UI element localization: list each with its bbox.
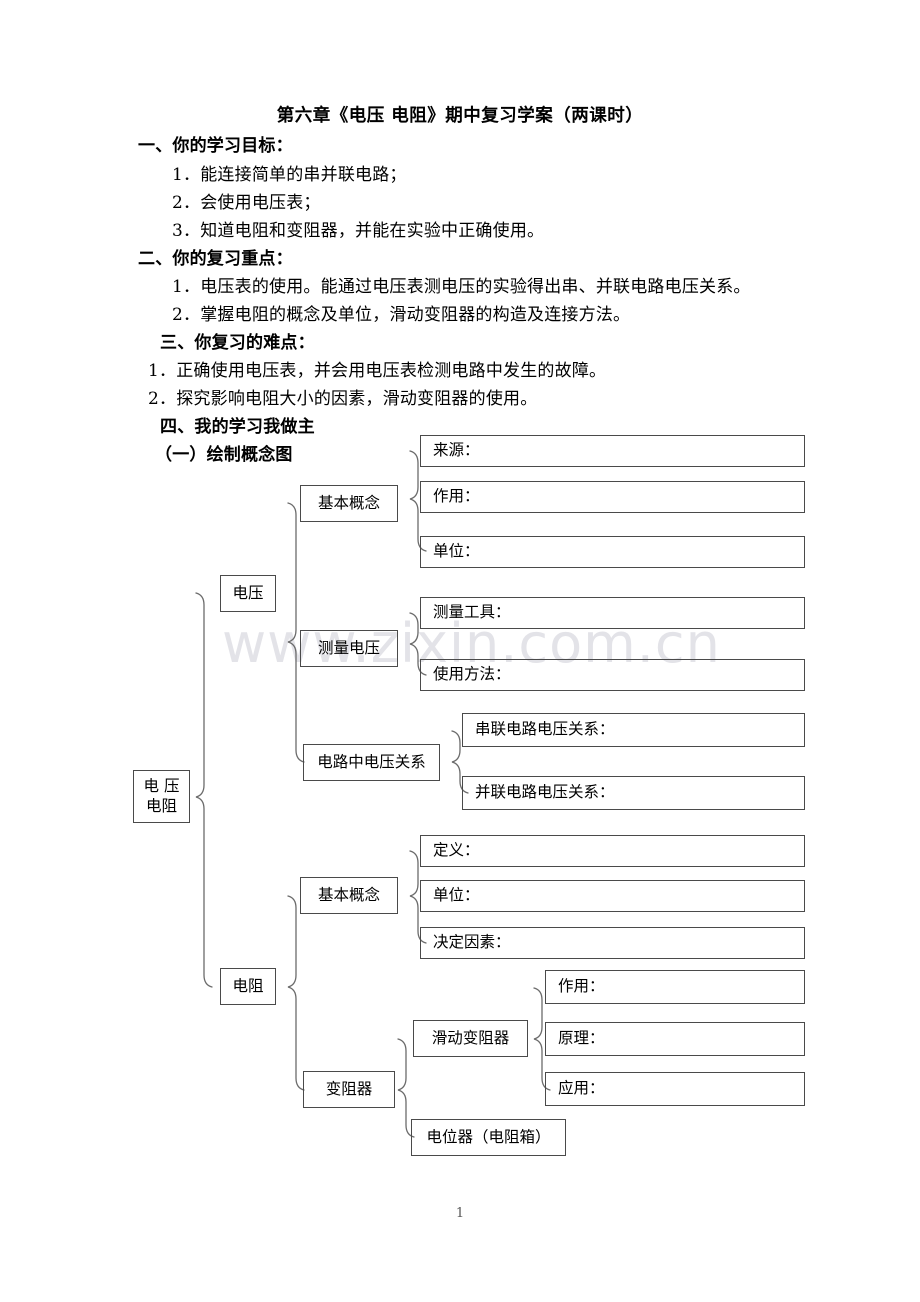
- node-voltage-unit: 单位：: [420, 536, 805, 568]
- node-sliding-rheostat: 滑动变阻器: [413, 1020, 528, 1057]
- node-measure-voltage: 测量电压: [300, 630, 398, 667]
- section-2-item-1: 1．电压表的使用。能通过电压表测电压的实验得出串、并联电路电压关系。: [172, 277, 751, 297]
- node-resistance-factors: 决定因素：: [420, 927, 805, 959]
- node-resistance-basic-concept: 基本概念: [300, 877, 398, 914]
- section-2-item-2: 2．掌握电阻的概念及单位，滑动变阻器的构造及连接方法。: [172, 305, 631, 325]
- section-1-item-1: 1．能连接简单的串并联电路；: [172, 165, 407, 185]
- section-4-item-1: （一）绘制概念图: [155, 445, 293, 465]
- section-3-item-1: 1．正确使用电压表，并会用电压表检测电路中发生的故障。: [148, 361, 607, 381]
- node-potentiometer: 电位器（电阻箱）: [411, 1119, 566, 1156]
- node-resistance: 电阻: [220, 968, 276, 1005]
- node-root: 电 压 电阻: [133, 770, 190, 823]
- node-resistance-definition: 定义：: [420, 835, 805, 867]
- section-1-item-3: 3．知道电阻和变阻器，并能在实验中正确使用。: [172, 221, 545, 241]
- node-rheostat: 变阻器: [303, 1071, 395, 1108]
- section-heading-2: 二、你的复习重点：: [138, 249, 293, 269]
- node-sliding-function: 作用：: [545, 970, 805, 1004]
- section-heading-1: 一、你的学习目标：: [138, 136, 293, 156]
- section-3-item-2: 2．探究影响电阻大小的因素，滑动变阻器的使用。: [148, 389, 538, 409]
- node-circuit-voltage-relation: 电路中电压关系: [303, 744, 440, 781]
- node-series-voltage-relation: 串联电路电压关系：: [462, 713, 805, 747]
- page-title: 第六章《电压 电阻》期中复习学案（两课时）: [276, 106, 644, 126]
- section-heading-4: 四、我的学习我做主: [160, 417, 315, 437]
- node-sliding-principle: 原理：: [545, 1022, 805, 1056]
- page-number: 1: [455, 1206, 465, 1221]
- node-voltage-source: 来源：: [420, 435, 805, 467]
- node-parallel-voltage-relation: 并联电路电压关系：: [462, 776, 805, 810]
- node-voltage: 电压: [220, 575, 276, 612]
- section-heading-3: 三、你复习的难点：: [160, 333, 315, 353]
- node-resistance-unit: 单位：: [420, 880, 805, 912]
- node-measure-tool: 测量工具：: [420, 597, 805, 629]
- node-sliding-application: 应用：: [545, 1072, 805, 1106]
- node-measure-method: 使用方法：: [420, 659, 805, 691]
- node-voltage-function: 作用：: [420, 481, 805, 513]
- section-1-item-2: 2．会使用电压表；: [172, 193, 321, 213]
- node-voltage-basic-concept: 基本概念: [300, 485, 398, 522]
